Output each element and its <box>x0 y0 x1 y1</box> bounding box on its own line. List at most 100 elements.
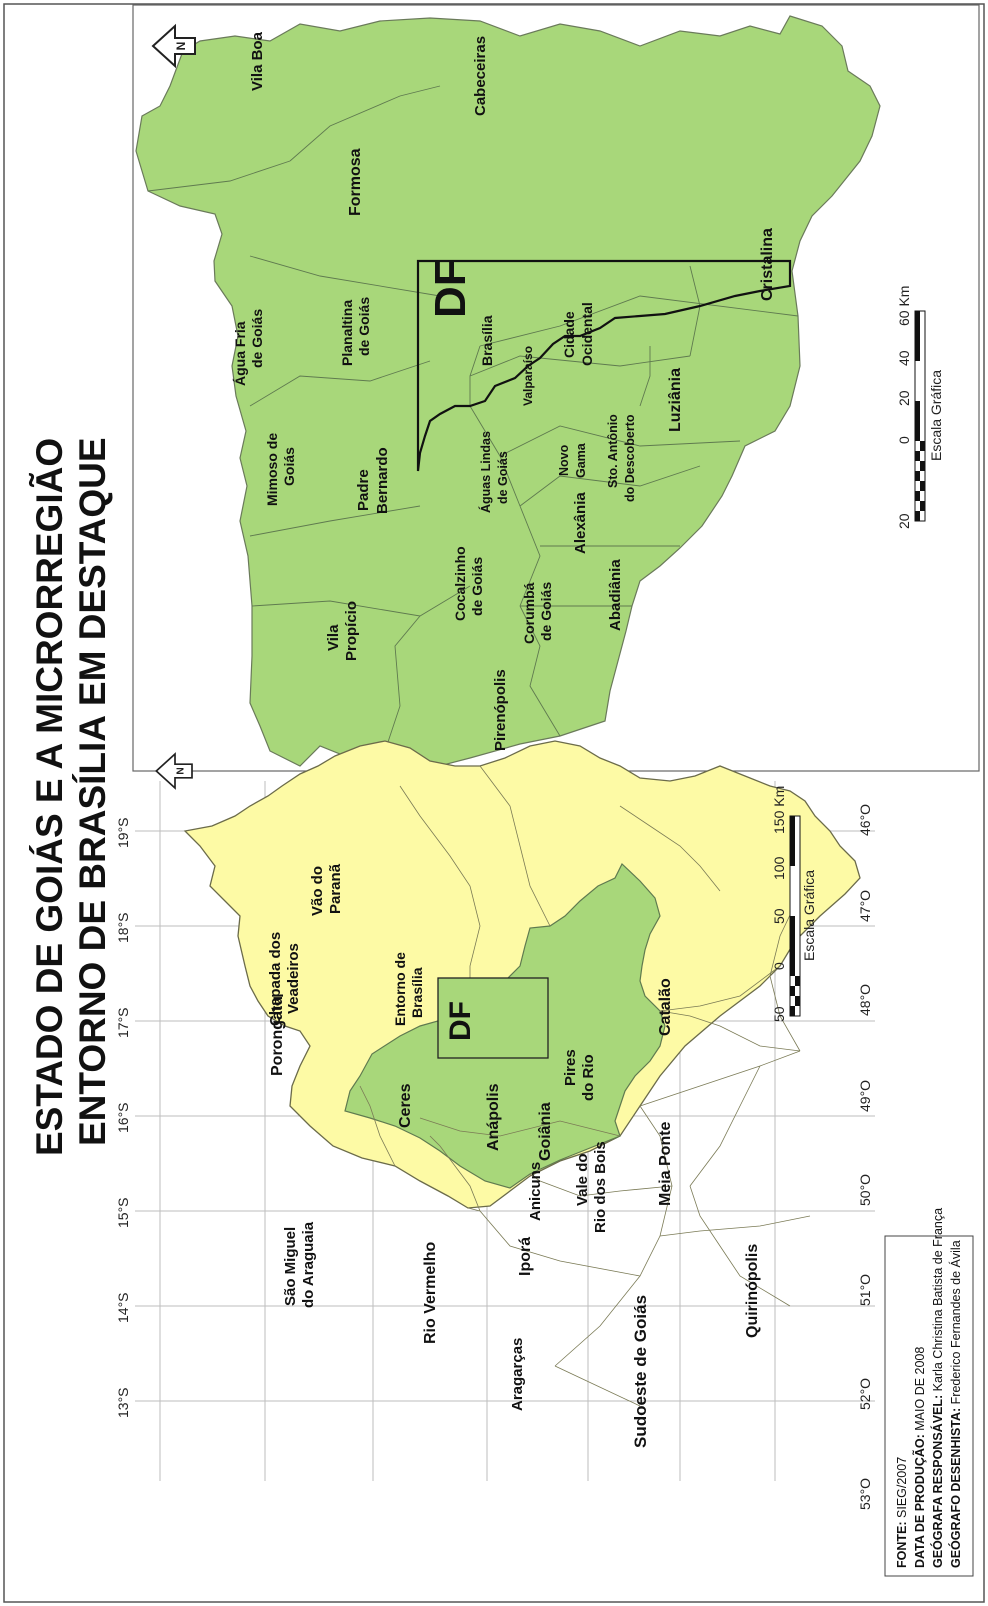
credit-geografa-label: GEÓGRAFA RESPONSÁVEL: <box>930 1395 945 1568</box>
lon-label-48: 48°O <box>857 984 873 1016</box>
label-meia-ponte: Meia Ponte <box>657 1121 674 1206</box>
sheet-frame <box>3 3 985 1603</box>
label-corumba-2: de Goiás <box>538 582 554 641</box>
credit-data: DATA DE PRODUÇÃO: MAIO DE 2008 <box>912 1347 927 1568</box>
label-cocalzinho-1: Cocalzinho <box>452 546 468 621</box>
lon-label-51: 51°O <box>857 1274 873 1306</box>
credit-fonte-value: SIEG/2007 <box>895 1457 909 1522</box>
goias-region-labels: São Miguel do Araguaia Rio Vermelho Arag… <box>267 863 761 1448</box>
goias-map: N 13°S 14°S 15°S 16°S 17°S 18°S 19°S 53°… <box>115 740 875 1510</box>
goias-df-boundary <box>437 977 549 1059</box>
label-valparaiso: Valparaíso <box>521 346 535 406</box>
title-line-2: ENTORNO DE BRASÍLIA EM DESTAQUE <box>72 437 113 1146</box>
north-arrow-icon: N <box>155 752 193 790</box>
entorno-map: N Vila Boa Cabeceiras Formosa Água Fria … <box>132 4 980 772</box>
label-quirinopolis: Quirinópolis <box>744 1244 761 1338</box>
label-cabeceiras: Cabeceiras <box>472 36 489 116</box>
label-luziania: Luziânia <box>667 368 684 432</box>
lon-label-52: 52°O <box>857 1378 873 1410</box>
entorno-scale-label-4: 60 Km <box>896 286 912 326</box>
goias-latitude-labels: 13°S 14°S 15°S 16°S 17°S 18°S 19°S <box>115 817 131 1418</box>
lon-label-46: 46°O <box>857 804 873 836</box>
label-abadiania: Abadiânia <box>607 559 624 631</box>
label-chapada-2: Veadeiros <box>285 943 302 1014</box>
entorno-scale-caption: Escala Gráfica <box>928 370 944 461</box>
label-goiania: Goiânia <box>537 1102 554 1161</box>
entorno-scale-label-0: 20 <box>896 513 912 529</box>
label-pires-2: do Rio <box>580 1054 597 1101</box>
entorno-region-shape <box>135 15 881 772</box>
lon-label-50: 50°O <box>857 1174 873 1206</box>
label-mimoso-1: Mimoso de <box>264 433 280 506</box>
label-alexania: Alexânia <box>572 492 589 554</box>
lat-label-13: 13°S <box>115 1387 131 1418</box>
lat-label-19: 19°S <box>115 817 131 848</box>
label-vao-1: Vão do <box>309 866 326 916</box>
lat-label-15: 15°S <box>115 1197 131 1228</box>
label-padre-2: Bernardo <box>374 447 391 514</box>
credit-data-value: MAIO DE 2008 <box>913 1347 927 1435</box>
label-agua-fria-2: de Goiás <box>249 309 265 368</box>
label-sao-miguel-2: do Araguaia <box>300 1221 317 1308</box>
label-catalao: Catalão <box>657 978 674 1036</box>
credit-data-label: DATA DE PRODUÇÃO: <box>912 1434 927 1568</box>
label-aguas-lindas-2: de Goiás <box>496 451 510 504</box>
label-vila-propicio-2: Propício <box>343 601 360 661</box>
label-sao-miguel-1: São Miguel <box>282 1227 299 1306</box>
credit-geografa: GEÓGRAFA RESPONSÁVEL: Karla Christina Ba… <box>930 1208 945 1568</box>
label-vale-1: Vale do <box>574 1153 591 1206</box>
goias-scale-label-0: 50 <box>771 1006 787 1022</box>
label-vila-boa: Vila Boa <box>249 31 266 91</box>
label-cocalzinho-2: de Goiás <box>469 557 485 616</box>
label-sto-antonio-1: Sto. Antônio <box>606 414 620 488</box>
lon-label-47: 47°O <box>857 890 873 922</box>
credit-geografo: GEÓGRAFO DESENHISTA: Frederico Fernandes… <box>948 1240 963 1568</box>
goias-microregion-borders <box>359 765 811 1407</box>
label-entorno-1: Entorno de <box>392 952 408 1026</box>
entorno-labels: Vila Boa Cabeceiras Formosa Água Fria de… <box>232 31 776 751</box>
label-planaltina-1: Planaltina <box>339 300 355 366</box>
label-cidade-2: Ocidental <box>579 302 595 366</box>
label-ipora: Iporá <box>517 1237 534 1276</box>
credit-geografo-label: GEÓGRAFO DESENHISTA: <box>948 1408 963 1568</box>
label-aragarcas: Aragarças <box>509 1338 526 1411</box>
label-cristalina: Cristalina <box>759 228 776 301</box>
credit-fonte: FONTE: SIEG/2007 <box>895 1457 909 1568</box>
label-entorno-2: Brasília <box>409 967 425 1018</box>
label-padre-1: Padre <box>355 469 372 511</box>
label-cidade-1: Cidade <box>561 311 577 358</box>
north-label: N <box>176 767 187 774</box>
label-vao-2: Paranã <box>327 863 344 914</box>
lat-label-14: 14°S <box>115 1292 131 1323</box>
credit-geografo-value: Frederico Fernandes de Ávila <box>948 1240 963 1407</box>
credit-fonte-label: FONTE: <box>895 1521 909 1568</box>
entorno-scale-label-1: 0 <box>896 436 912 444</box>
df-boundary <box>416 259 792 472</box>
goias-scale-label-4: 150 Km <box>771 786 787 834</box>
label-sto-antonio-2: do Descoberto <box>623 414 637 502</box>
goias-scale-label-3: 100 <box>771 856 787 880</box>
label-formosa: Formosa <box>347 148 364 216</box>
label-pires-1: Pires <box>562 1049 579 1086</box>
label-novo-gama-1: Novo <box>557 444 571 476</box>
entorno-borders <box>147 85 799 752</box>
label-brasilia: Brasília <box>479 315 495 366</box>
goias-scale-bar: 50 0 50 100 150 Km Escala Gráfica <box>771 786 817 1022</box>
label-planaltina-2: de Goiás <box>356 297 372 356</box>
label-df: DF <box>426 259 475 318</box>
entorno-scale-bar: 20 0 20 40 60 Km Escala Gráfica <box>896 286 944 529</box>
label-mimoso-2: Goiás <box>281 447 297 486</box>
label-porongatu: Porongatu <box>269 996 286 1076</box>
lat-label-17: 17°S <box>115 1007 131 1038</box>
entorno-scale-label-3: 40 <box>896 350 912 366</box>
label-goias-df: DF <box>444 1001 477 1041</box>
label-ceres: Ceres <box>397 1083 414 1128</box>
label-vila-propicio-1: Vila <box>325 624 342 651</box>
label-pirenopolis: Pirenópolis <box>492 669 509 751</box>
north-arrow-icon: N <box>151 23 196 69</box>
title-line-1: ESTADO DE GOIÁS E A MICRORREGIÃO <box>28 438 70 1156</box>
lon-label-53: 53°O <box>857 1478 873 1510</box>
goias-longitude-labels: 53°O 52°O 51°O 50°O 49°O 48°O 47°O 46°O <box>857 804 873 1510</box>
